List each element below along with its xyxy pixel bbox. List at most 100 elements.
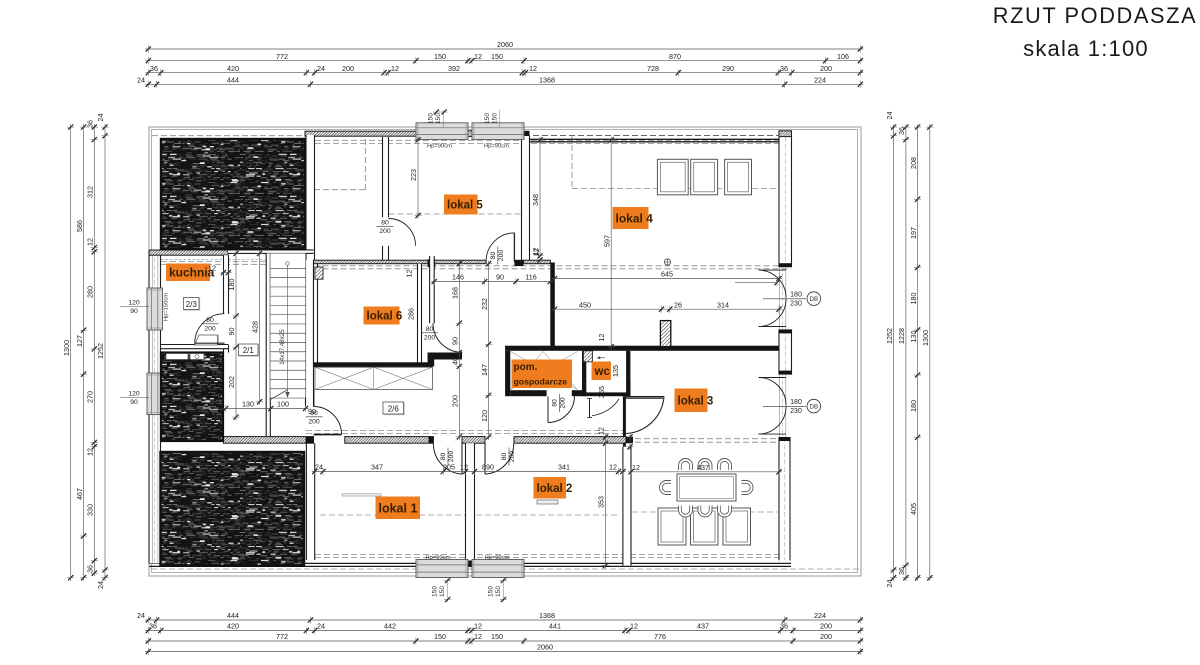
svg-text:12: 12 [630,622,638,631]
svg-text:lokal 6: lokal 6 [367,311,403,323]
svg-text:200: 200 [342,64,354,73]
svg-text:12: 12 [474,52,482,61]
svg-text:312: 312 [86,186,95,198]
svg-text:36: 36 [780,622,788,631]
svg-text:36: 36 [149,622,157,631]
svg-text:150: 150 [492,113,499,124]
svg-text:197: 197 [909,227,918,239]
svg-text:200: 200 [448,451,455,463]
svg-text:230: 230 [790,408,802,415]
svg-text:150: 150 [434,52,446,61]
svg-text:1300: 1300 [62,340,71,356]
svg-text:90: 90 [130,399,138,406]
svg-text:2060: 2060 [537,643,553,652]
svg-text:1252: 1252 [96,343,105,359]
svg-text:2060: 2060 [497,40,513,49]
svg-text:130: 130 [242,400,254,409]
svg-text:36: 36 [86,120,95,128]
svg-text:116: 116 [525,273,536,282]
svg-text:437: 437 [697,622,709,631]
svg-text:200: 200 [498,250,505,262]
svg-text:202: 202 [227,376,236,388]
svg-text:12: 12 [460,463,468,472]
svg-text:Hp=150cm: Hp=150cm [164,293,170,321]
svg-text:1300: 1300 [921,330,930,346]
svg-text:12: 12 [474,622,482,631]
svg-text:120: 120 [128,299,140,306]
svg-text:168: 168 [451,287,460,299]
svg-text:36: 36 [897,567,906,575]
svg-text:14x17,48x25: 14x17,48x25 [279,329,286,365]
svg-text:200: 200 [424,335,436,342]
svg-text:90: 90 [308,407,316,416]
svg-text:24: 24 [885,580,894,588]
svg-text:180: 180 [790,399,802,406]
svg-text:90: 90 [310,410,318,417]
svg-text:2/1: 2/1 [243,346,255,355]
svg-text:200: 200 [820,64,832,73]
svg-text:208: 208 [909,157,918,169]
svg-text:444: 444 [227,611,239,620]
svg-text:905: 905 [443,463,455,472]
svg-text:150: 150 [434,632,446,641]
svg-text:255: 255 [597,386,606,398]
svg-text:120: 120 [480,410,489,422]
svg-text:420: 420 [227,622,239,631]
svg-text:224: 224 [814,76,826,85]
svg-text:444: 444 [227,76,239,85]
svg-text:442: 442 [384,622,396,631]
svg-text:146: 146 [452,273,464,282]
svg-text:12: 12 [86,238,95,246]
svg-text:392: 392 [448,64,460,73]
svg-text:1368: 1368 [539,76,555,85]
svg-text:286: 286 [407,308,416,320]
svg-text:150: 150 [435,113,442,124]
svg-text:12: 12 [532,249,541,257]
svg-text:80: 80 [490,252,497,260]
svg-text:26: 26 [674,300,682,309]
svg-text:150: 150 [432,586,439,597]
svg-text:kuchnia: kuchnia [169,266,215,280]
svg-text:106: 106 [837,52,849,61]
svg-text:150: 150 [484,113,491,124]
svg-text:200: 200 [451,395,460,407]
svg-text:pom.: pom. [514,362,538,373]
svg-text:405: 405 [909,503,918,515]
svg-text:120: 120 [128,390,140,397]
svg-text:12: 12 [474,632,482,641]
svg-text:24: 24 [137,611,145,620]
svg-text:12: 12 [86,448,95,456]
svg-text:Hp=90cm: Hp=90cm [485,555,510,561]
svg-text:200: 200 [560,397,567,409]
svg-text:24: 24 [96,114,105,122]
svg-text:1228: 1228 [897,328,906,344]
svg-text:24: 24 [137,76,145,85]
svg-text:224: 224 [814,611,826,620]
svg-text:skala 1:100: skala 1:100 [1023,36,1149,61]
svg-text:DB: DB [809,404,818,411]
svg-text:420: 420 [227,64,239,73]
svg-text:441: 441 [549,622,561,631]
svg-text:728: 728 [647,64,659,73]
svg-text:223: 223 [409,169,418,181]
svg-text:Hp=90cm: Hp=90cm [484,144,509,150]
svg-text:2/6: 2/6 [388,404,400,413]
svg-text:lokal 5: lokal 5 [447,200,483,212]
svg-text:24: 24 [317,64,325,73]
svg-text:150: 150 [439,586,446,597]
svg-text:12: 12 [529,64,537,73]
svg-text:lokal 2: lokal 2 [537,483,573,495]
svg-text:80: 80 [552,399,559,407]
svg-text:232: 232 [480,298,489,310]
svg-text:12: 12 [609,463,617,472]
svg-text:180: 180 [227,279,236,291]
svg-text:90: 90 [227,328,236,336]
svg-text:150: 150 [487,586,494,597]
svg-text:wc: wc [594,366,611,378]
svg-text:597: 597 [602,235,611,247]
svg-text:90: 90 [130,308,138,315]
svg-text:80: 80 [381,220,389,227]
svg-text:24: 24 [315,463,323,472]
svg-text:gospodarcze: gospodarcze [514,377,568,387]
svg-text:130: 130 [909,331,918,343]
